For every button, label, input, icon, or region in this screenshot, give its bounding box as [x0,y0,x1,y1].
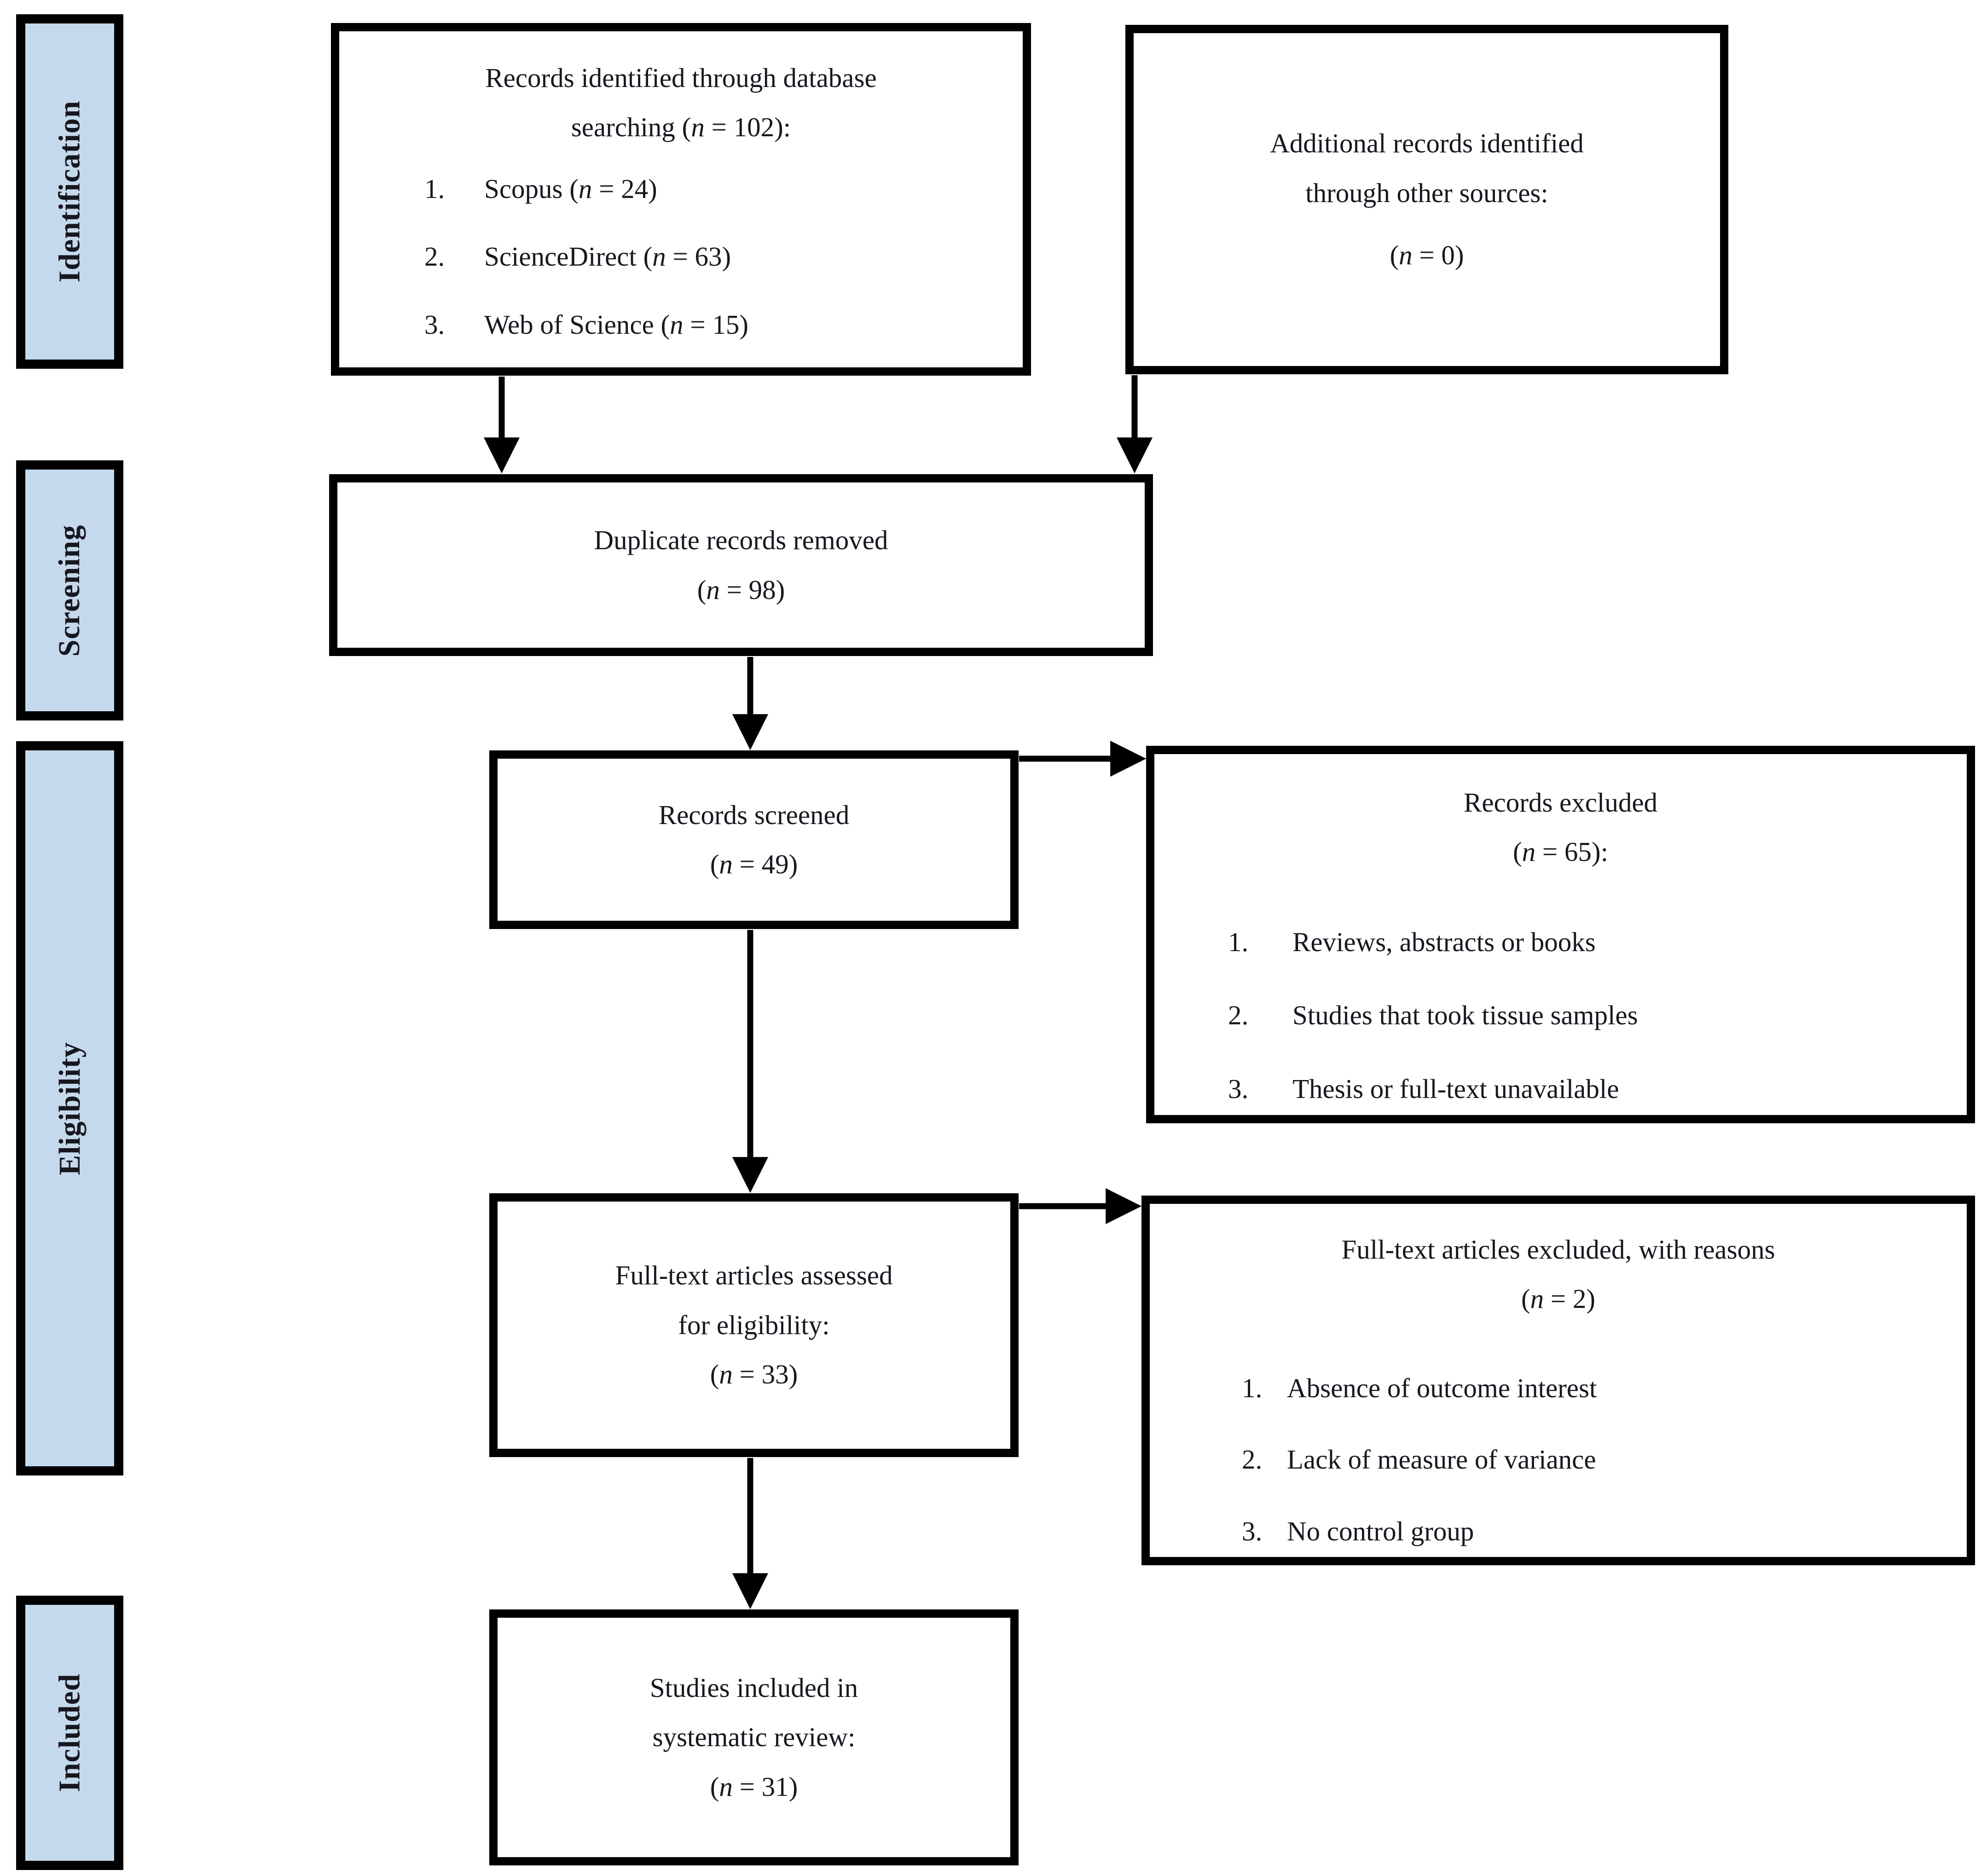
records-excluded-count: (n = 65): [1513,836,1608,867]
list-item: 1. Scopus (n = 24) [424,164,1023,214]
fulltext-excluded-line1: Full-text articles excluded, with reason… [1341,1234,1775,1265]
list-item-text: No control group [1287,1516,1474,1546]
list-item: 1. Reviews, abstracts or books [1228,918,1967,967]
list-item: 3. No control group [1242,1507,1967,1556]
box-additional-records: Additional records identified through ot… [1125,25,1728,374]
studies-included-line2: systematic review: [652,1722,856,1753]
studies-included-count: (n = 31) [710,1771,798,1802]
box-studies-included: Studies included in systematic review: (… [489,1609,1019,1865]
list-item-text: Web of Science (n = 15) [484,309,749,340]
list-item-number: 2. [1242,1444,1263,1475]
records-identified-line1: Records identified through database [485,63,877,93]
additional-records-line2: through other sources: [1305,177,1548,208]
list-item-number: 3. [424,309,445,340]
stage-eligibility: Eligibility [16,741,123,1475]
list-item-text: Reviews, abstracts or books [1292,926,1596,957]
box-duplicates-removed: Duplicate records removed (n = 98) [329,474,1153,656]
box-records-screened: Records screened (n = 49) [489,750,1019,929]
stage-identification-label: Identification [52,100,87,283]
records-identified-list: 1. Scopus (n = 24) 2. ScienceDirect (n =… [339,164,1023,349]
list-item: 3. Web of Science (n = 15) [424,300,1023,349]
stage-included: Included [16,1596,123,1870]
studies-included-line1: Studies included in [649,1672,858,1703]
list-item-number: 3. [1242,1516,1263,1546]
list-item-text: Thesis or full-text unavailable [1292,1073,1619,1104]
records-screened-line1: Records screened [658,799,850,830]
stage-eligibility-label: Eligibility [52,1041,87,1175]
list-item-text: ScienceDirect (n = 63) [484,241,731,272]
list-item-number: 2. [424,241,445,272]
list-item-text: Absence of outcome interest [1287,1372,1597,1403]
box-fulltext-excluded: Full-text articles excluded, with reason… [1141,1196,1975,1565]
list-item-number: 1. [1242,1372,1263,1403]
fulltext-excluded-list: 1. Absence of outcome interest 2. Lack o… [1150,1364,1967,1556]
box-fulltext-assessed: Full-text articles assessed for eligibil… [489,1193,1019,1457]
list-item-number: 1. [424,173,445,204]
list-item-text: Lack of measure of variance [1287,1444,1596,1475]
list-item-number: 3. [1228,1073,1249,1104]
list-item-text: Scopus (n = 24) [484,173,657,204]
stage-included-label: Included [52,1673,87,1792]
duplicates-removed-count: (n = 98) [697,574,785,605]
box-records-excluded: Records excluded (n = 65): 1. Reviews, a… [1146,746,1975,1123]
records-screened-count: (n = 49) [710,849,798,879]
fulltext-assessed-count: (n = 33) [710,1359,798,1390]
stage-screening-label: Screening [52,524,87,656]
records-excluded-line1: Records excluded [1463,787,1658,818]
records-identified-line2: searching (n = 102): [571,112,791,143]
fulltext-assessed-line1: Full-text articles assessed [615,1260,893,1291]
box-records-identified: Records identified through database sear… [331,23,1031,376]
additional-records-line1: Additional records identified [1270,128,1584,159]
fulltext-assessed-line2: for eligibility: [678,1309,830,1340]
fulltext-excluded-count: (n = 2) [1521,1284,1596,1314]
list-item-number: 1. [1228,926,1249,957]
list-item: 1. Absence of outcome interest [1242,1364,1967,1413]
stage-screening: Screening [16,460,123,720]
list-item-number: 2. [1228,1000,1249,1031]
list-item-text: Studies that took tissue samples [1292,1000,1638,1031]
stage-identification: Identification [16,14,123,369]
additional-records-count: (n = 0) [1390,240,1464,271]
list-item: 3. Thesis or full-text unavailable [1228,1064,1967,1114]
list-item: 2. Studies that took tissue samples [1228,991,1967,1040]
records-excluded-list: 1. Reviews, abstracts or books 2. Studie… [1154,918,1967,1114]
list-item: 2. Lack of measure of variance [1242,1435,1967,1484]
duplicates-removed-line1: Duplicate records removed [594,525,888,556]
list-item: 2. ScienceDirect (n = 63) [424,232,1023,281]
